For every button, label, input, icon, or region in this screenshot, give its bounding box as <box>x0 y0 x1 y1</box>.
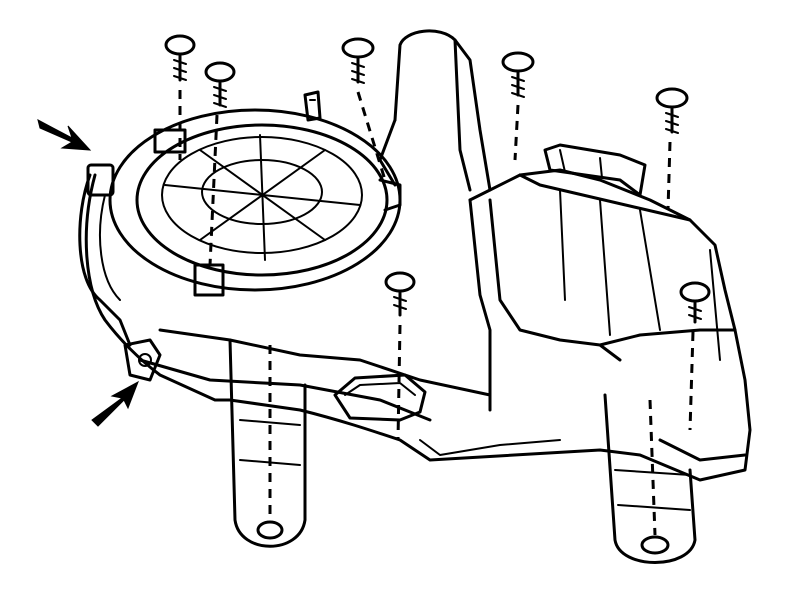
mounting-bracket-left <box>228 338 307 548</box>
screw-icon <box>164 34 196 160</box>
wire-harness <box>78 163 162 382</box>
screw-icon <box>384 271 416 441</box>
screw-icon <box>655 87 689 211</box>
screw-icon <box>341 37 387 181</box>
screw-icon <box>679 281 711 431</box>
pointer-arrows <box>37 119 139 427</box>
mounting-bracket-right <box>603 393 697 564</box>
screws <box>164 34 711 441</box>
blower-fan-assembly <box>108 108 402 297</box>
clip-icon <box>303 90 322 122</box>
screw-icon <box>501 51 535 161</box>
screw-icon <box>204 61 236 266</box>
arrow-icon <box>37 119 92 151</box>
blower-housing <box>84 29 752 482</box>
arrow-icon <box>91 380 139 427</box>
